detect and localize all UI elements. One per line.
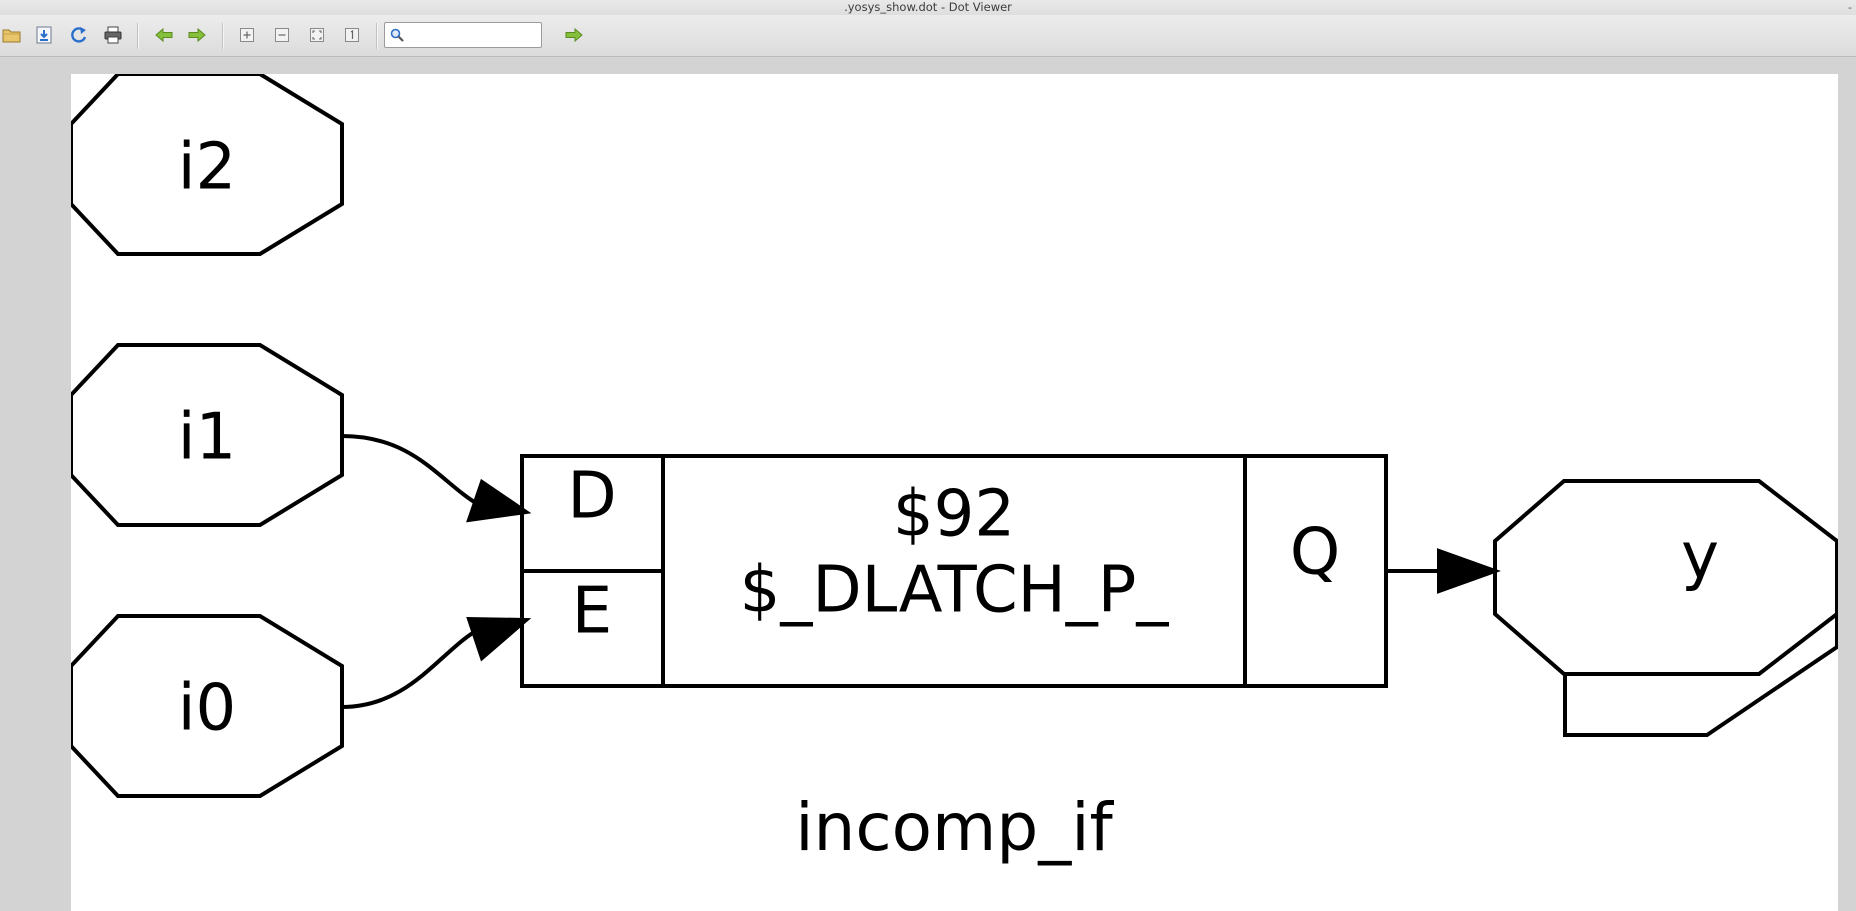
zoom-100-icon [345,28,359,42]
node-y-label: y [1681,520,1719,594]
print-button[interactable] [101,24,125,46]
port-q-label: Q [1290,516,1340,590]
arrow-right-icon [188,27,206,43]
window-title: .yosys_show.dot - Dot Viewer [844,0,1012,14]
zoom-in-icon [240,28,254,42]
node-y-shape[interactable] [1493,479,1838,676]
toolbar-separator [222,23,224,49]
arrow-left-icon [155,27,173,43]
port-e-label: E [572,575,612,649]
zoom-in-button[interactable] [235,24,259,46]
reload-button[interactable] [67,24,91,46]
go-arrow-icon [565,27,583,43]
find-next-button[interactable] [562,24,586,46]
latch-cell[interactable]: D E Q $92 $_DLATCH_P_ [520,454,1388,688]
node-i2-label: i2 [178,131,237,205]
open-button[interactable] [0,24,24,46]
edge-q-to-y [1386,548,1501,594]
zoom-out-icon [275,28,289,42]
node-i0[interactable]: i0 [71,614,344,798]
window-titlebar: .yosys_show.dot - Dot Viewer - [0,0,1856,15]
back-button[interactable] [152,24,176,46]
zoom-fit-button[interactable] [305,24,329,46]
search-icon [390,28,404,42]
forward-button[interactable] [185,24,209,46]
zoom-fit-icon [310,28,324,42]
edge-i1-to-d [341,434,532,523]
cell-type-label: $_DLATCH_P_ [740,554,1170,628]
zoom-out-button[interactable] [270,24,294,46]
save-button[interactable] [32,24,56,46]
cell-id-label: $92 [893,478,1015,552]
search-input[interactable] [384,22,542,48]
graph-page[interactable]: i2 i1 i0 y D E Q $92 [71,74,1838,911]
node-i1-label: i1 [178,401,237,475]
node-i0-label: i0 [178,672,237,746]
graph-diagram: i2 i1 i0 y D E Q $92 [71,74,1838,866]
reload-icon [71,27,87,43]
graph-label: incomp_if [795,789,1114,866]
toolbar-separator [137,23,139,49]
edge-i0-to-e [341,616,532,709]
port-d-label: D [567,460,616,534]
folder-icon [2,29,21,43]
save-icon [36,26,52,44]
minimize-icon[interactable]: - [1848,1,1852,14]
node-i2[interactable]: i2 [71,74,344,256]
zoom-100-button[interactable] [340,24,364,46]
node-i1[interactable]: i1 [71,343,344,527]
print-icon [104,26,122,44]
toolbar [0,15,1856,57]
toolbar-separator [376,23,378,49]
